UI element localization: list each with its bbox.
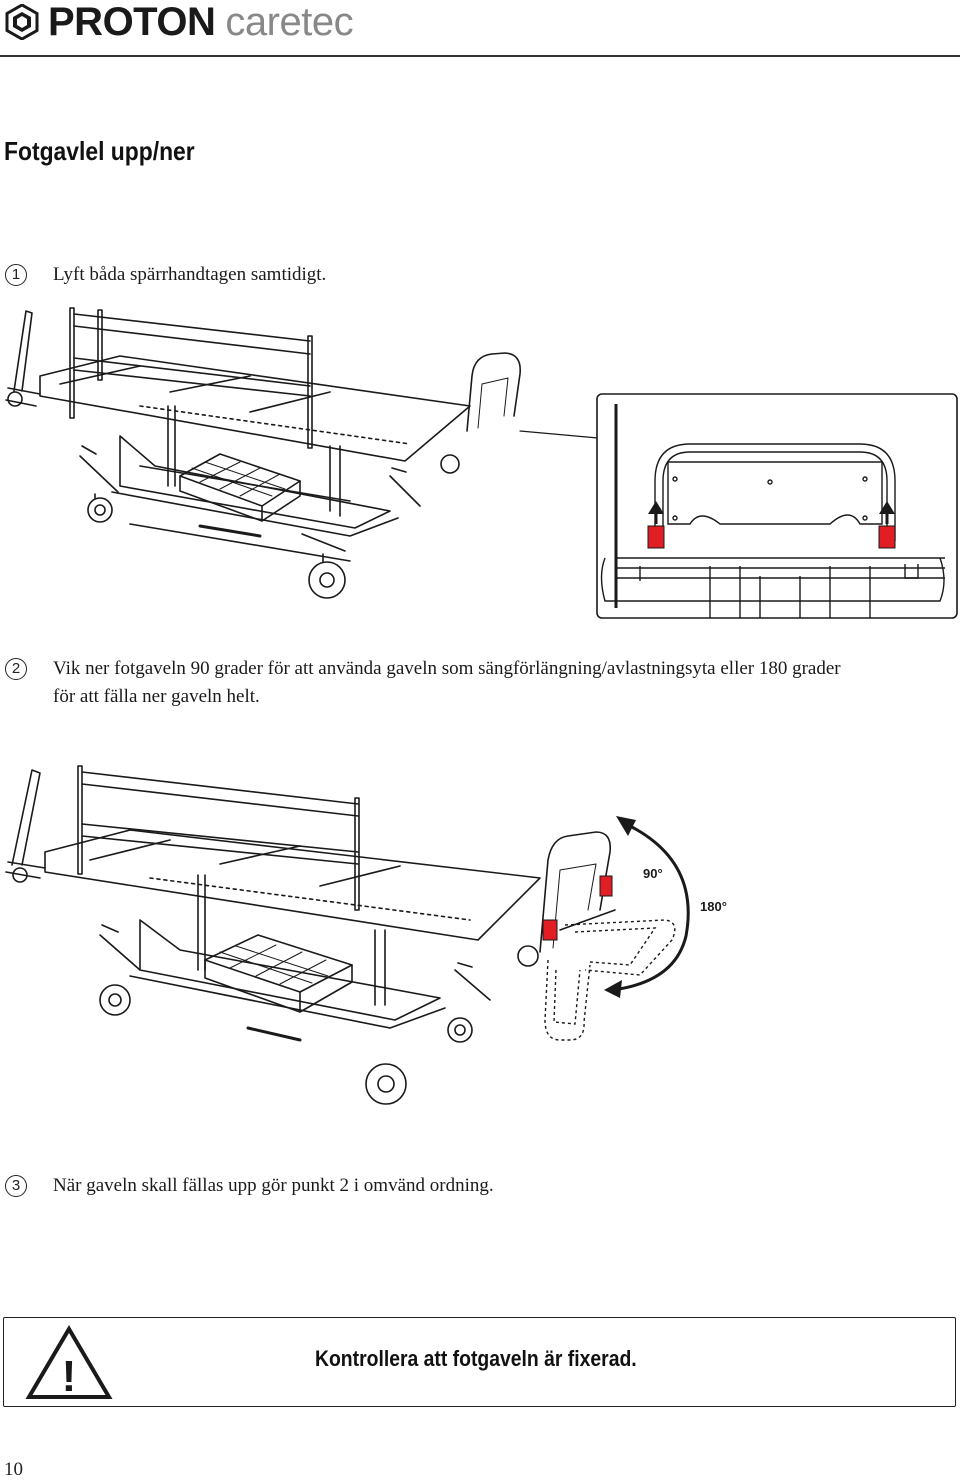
page-number: 10 — [4, 1459, 23, 1480]
brand-name-primary: PROTON — [48, 0, 216, 44]
handle-detail-panel — [596, 393, 958, 619]
step-3-text: När gaveln skall fällas upp gör punkt 2 … — [53, 1175, 494, 1196]
step-1-text: Lyft båda spärrhandtagen samtidigt. — [53, 264, 327, 285]
step-2-number: 2 — [5, 658, 27, 680]
step-2-text-line-1: Vik ner fotgaveln 90 grader för att anvä… — [53, 658, 841, 679]
angle-label-180: 180° — [700, 899, 727, 914]
proton-logo-icon — [5, 4, 39, 40]
warning-box — [3, 1317, 956, 1407]
step-2-text-line-2: för att fälla ner gaveln helt. — [53, 686, 260, 707]
header-divider — [0, 55, 960, 57]
warning-text: Kontrollera att fotgaveln är fixerad. — [315, 1346, 637, 1371]
warning-exclamation: ! — [62, 1352, 77, 1401]
figure-2-bed-fold-illustration: 90° 180° — [5, 765, 727, 1105]
angle-label-90: 90° — [643, 866, 663, 881]
figure-1-bed-illustration — [5, 307, 958, 619]
step-3-number: 3 — [5, 1175, 27, 1197]
brand-logo: PROTON caretec — [4, 0, 354, 44]
step-1-number: 1 — [5, 264, 27, 286]
brand-name-secondary: caretec — [225, 0, 354, 44]
warning-triangle-icon: ! — [25, 1325, 113, 1401]
page-title: Fotgavlel upp/ner — [4, 136, 195, 166]
